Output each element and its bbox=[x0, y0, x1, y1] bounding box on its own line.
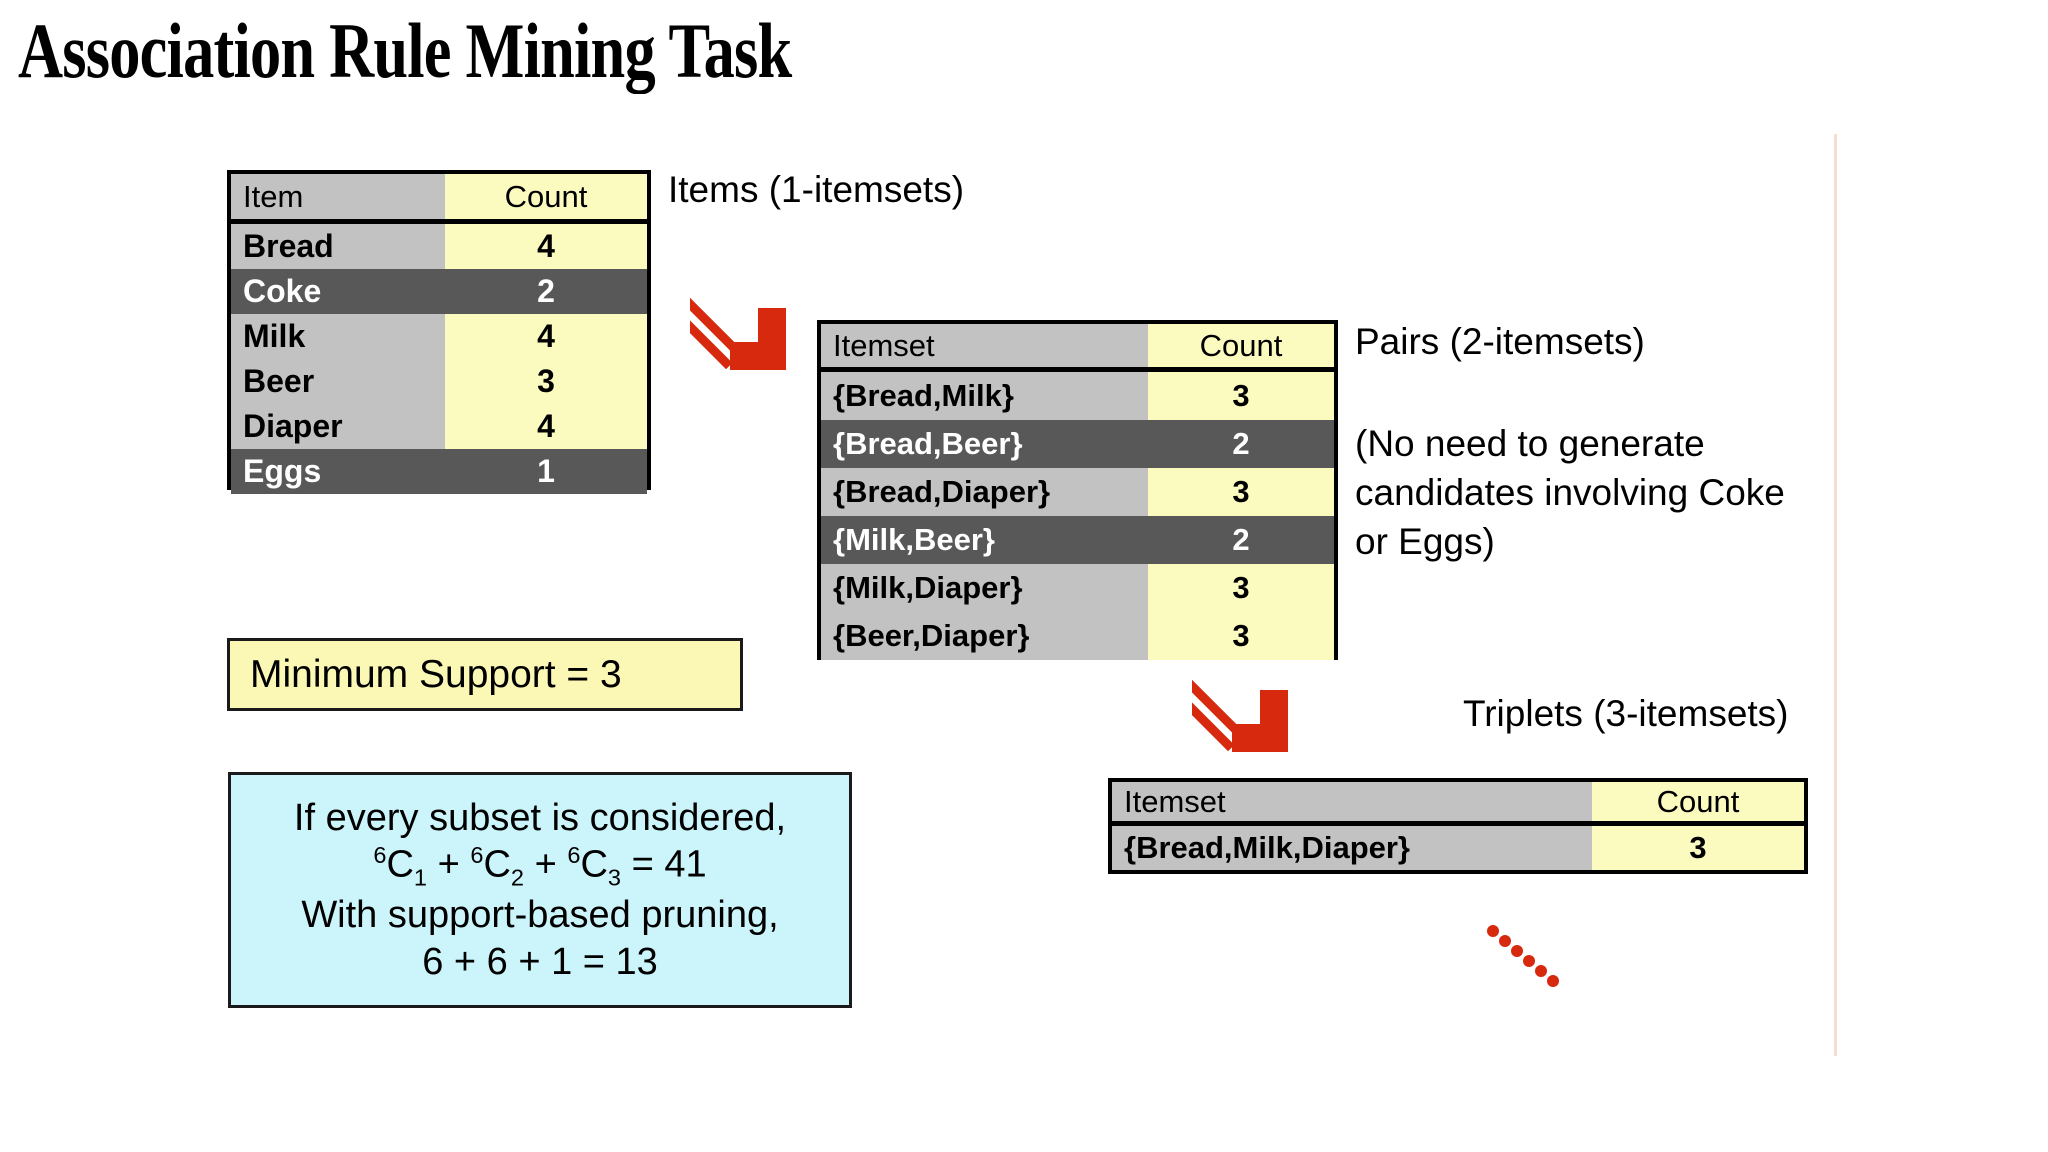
cell-item: Beer bbox=[231, 359, 445, 404]
items-caption: Items (1-itemsets) bbox=[668, 169, 965, 210]
cell-itemset: {Milk,Beer} bbox=[821, 516, 1148, 564]
cell-count: 3 bbox=[1148, 372, 1334, 420]
cell-count: 3 bbox=[1592, 826, 1804, 870]
table-row: Milk 4 bbox=[231, 314, 647, 359]
table-row-pruned: Coke 2 bbox=[231, 269, 647, 314]
table-header-row: Itemset Count bbox=[1112, 782, 1804, 826]
table-row: Beer 3 bbox=[231, 359, 647, 404]
cell-item: Eggs bbox=[231, 449, 445, 494]
formula-c2-superscript: 6 bbox=[470, 842, 484, 869]
pruning-line-3: With support-based pruning, bbox=[301, 894, 779, 937]
formula-c2-subscript: 2 bbox=[510, 864, 525, 891]
table-header-row: Item Count bbox=[231, 174, 647, 224]
cell-itemset: {Bread,Beer} bbox=[821, 420, 1148, 468]
table-row-pruned: {Bread,Beer} 2 bbox=[821, 420, 1334, 468]
table-row: {Bread,Diaper} 3 bbox=[821, 468, 1334, 516]
cell-count: 4 bbox=[445, 314, 647, 359]
formula-c1-superscript: 6 bbox=[373, 842, 387, 869]
formula-c2-base: C bbox=[483, 843, 511, 886]
column-header-count: Count bbox=[1592, 782, 1804, 821]
cell-count: 2 bbox=[1148, 516, 1334, 564]
down-right-arrow-icon bbox=[1160, 660, 1302, 775]
triplets-caption: Triplets (3-itemsets) bbox=[1463, 693, 1789, 734]
formula-c1-subscript: 1 bbox=[413, 864, 428, 891]
formula-plus-1: + bbox=[437, 843, 460, 886]
note-line-1: (No need to generate bbox=[1355, 423, 1705, 464]
formula-c3-subscript: 3 bbox=[607, 864, 622, 891]
cell-itemset: {Milk,Diaper} bbox=[821, 564, 1148, 612]
formula-equals: = 41 bbox=[631, 843, 707, 886]
column-header-itemset: Itemset bbox=[821, 324, 1148, 367]
table-row-pruned: {Milk,Beer} 2 bbox=[821, 516, 1334, 564]
slide-edge-rule bbox=[1834, 134, 1837, 1056]
pruning-formula: 6C1 + 6C2 + 6C3 = 41 bbox=[373, 841, 706, 892]
triplets-table: Itemset Count {Bread,Milk,Diaper} 3 bbox=[1108, 778, 1808, 874]
minimum-support-text: Minimum Support = 3 bbox=[250, 652, 622, 696]
formula-c3-superscript: 6 bbox=[567, 842, 581, 869]
cell-count: 2 bbox=[1148, 420, 1334, 468]
pairs-caption: Pairs (2-itemsets) bbox=[1355, 321, 1645, 362]
cell-count: 1 bbox=[445, 449, 647, 494]
cell-count: 3 bbox=[1148, 564, 1334, 612]
cell-item: Diaper bbox=[231, 404, 445, 449]
cell-count: 2 bbox=[445, 269, 647, 314]
note-line-2: candidates involving Coke bbox=[1355, 471, 1785, 513]
cell-count: 4 bbox=[445, 224, 647, 269]
cell-count: 3 bbox=[445, 359, 647, 404]
table-row: {Beer,Diaper} 3 bbox=[821, 612, 1334, 660]
table-row: {Bread,Milk,Diaper} 3 bbox=[1112, 826, 1804, 870]
table-row: {Bread,Milk} 3 bbox=[821, 372, 1334, 420]
formula-c3-base: C bbox=[580, 843, 608, 886]
column-header-count: Count bbox=[1148, 324, 1334, 367]
column-header-itemset: Itemset bbox=[1112, 782, 1592, 821]
pairs-table: Itemset Count {Bread,Milk} 3 {Bread,Beer… bbox=[817, 320, 1338, 660]
table-row: Diaper 4 bbox=[231, 404, 647, 449]
column-header-item: Item bbox=[231, 174, 445, 219]
items-table: Item Count Bread 4 Coke 2 Milk 4 Beer 3 … bbox=[227, 170, 651, 494]
cell-itemset: {Beer,Diaper} bbox=[821, 612, 1148, 660]
cell-itemset: {Bread,Milk,Diaper} bbox=[1112, 826, 1592, 870]
table-row: Bread 4 bbox=[231, 224, 647, 269]
formula-plus-2: + bbox=[534, 843, 557, 886]
cell-item: Milk bbox=[231, 314, 445, 359]
down-right-arrow-icon bbox=[658, 278, 800, 393]
cell-item: Coke bbox=[231, 269, 445, 314]
no-generate-note: (No need to generate candidates involvin… bbox=[1355, 420, 1785, 566]
cell-count: 3 bbox=[1148, 612, 1334, 660]
page-title: Association Rule Mining Task bbox=[18, 7, 792, 94]
dotted-continuation-icon bbox=[1487, 925, 1597, 1040]
pruning-line-1: If every subset is considered, bbox=[293, 796, 787, 839]
cell-count: 3 bbox=[1148, 468, 1334, 516]
table-row-pruned: Eggs 1 bbox=[231, 449, 647, 494]
cell-count: 4 bbox=[445, 404, 647, 449]
table-row: {Milk,Diaper} 3 bbox=[821, 564, 1334, 612]
formula-c1-base: C bbox=[386, 843, 414, 886]
cell-itemset: {Bread,Milk} bbox=[821, 372, 1148, 420]
minimum-support-box: Minimum Support = 3 bbox=[227, 638, 743, 711]
pruning-summary-box: If every subset is considered, 6C1 + 6C2… bbox=[228, 772, 852, 1008]
table-header-row: Itemset Count bbox=[821, 324, 1334, 372]
note-line-3: or Eggs) bbox=[1355, 520, 1495, 562]
pruning-line-4: 6 + 6 + 1 = 13 bbox=[422, 940, 658, 983]
cell-item: Bread bbox=[231, 224, 445, 269]
column-header-count: Count bbox=[445, 174, 647, 219]
cell-itemset: {Bread,Diaper} bbox=[821, 468, 1148, 516]
